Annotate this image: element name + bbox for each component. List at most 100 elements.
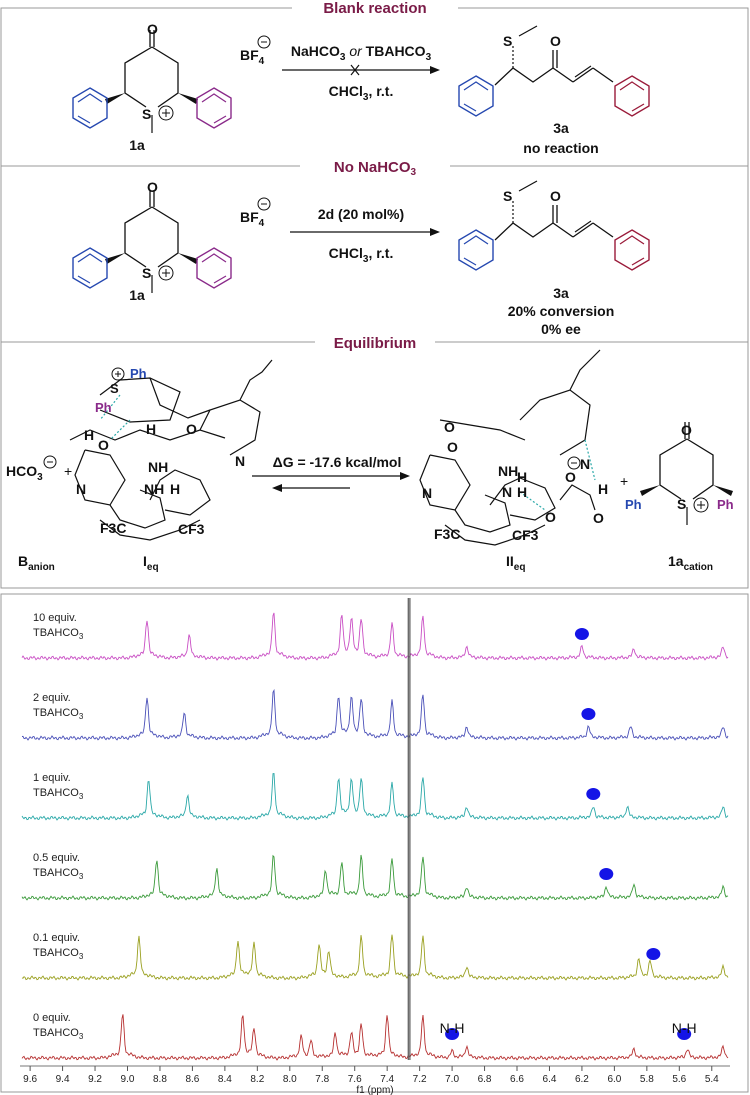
equilibrium-arrows [252, 472, 410, 492]
carbonyl-o-1: O [147, 21, 158, 37]
panel2-product-note-1: 20% conversion [508, 303, 615, 319]
nmr-tick-label: 7.8 [315, 1074, 329, 1085]
panel3-header: Equilibrium [334, 335, 417, 352]
svg-text:O: O [545, 509, 556, 525]
nh-marker [574, 628, 589, 640]
svg-text:HCO3: HCO3 [6, 463, 43, 483]
nh-marker [677, 1028, 692, 1040]
panel1-starting-material: O S [72, 21, 232, 134]
nmr-trace-reagent: TBAHCO3 [33, 787, 84, 801]
panel2-product-note-2: 0% ee [541, 321, 581, 337]
panel2-starting-material: O S [72, 179, 232, 294]
nmr-tick-label: 5.4 [705, 1074, 719, 1085]
svg-text:O: O [565, 469, 576, 485]
complex-i-eq [69, 359, 273, 541]
nmr-trace-label: 0 equiv. [33, 1012, 71, 1024]
svg-text:+: + [64, 463, 72, 479]
nmr-tick-label: 9.4 [56, 1074, 70, 1085]
svg-text:Ph: Ph [625, 497, 642, 512]
nmr-tick-label: 8.8 [153, 1074, 167, 1085]
svg-text:O: O [550, 33, 561, 49]
nmr-trace-reagent: TBAHCO3 [33, 867, 84, 881]
nmr-trace [21, 934, 729, 981]
nmr-trace-reagent: TBAHCO3 [33, 627, 84, 641]
nmr-tick-label: 8.6 [185, 1074, 199, 1085]
svg-text:NH: NH [144, 481, 164, 497]
left-complex-label: Ieq [143, 553, 159, 573]
nmr-trace-label: 1 equiv. [33, 772, 71, 784]
svg-text:H: H [517, 484, 527, 500]
nmr-tick-label: 5.6 [672, 1074, 686, 1085]
nmr-trace [21, 1014, 729, 1061]
nmr-trace [21, 773, 729, 821]
nmr-tick-label: 7.0 [445, 1074, 459, 1085]
nmr-tick-label: 8.2 [250, 1074, 264, 1085]
panel1-reaction-arrow [282, 64, 440, 76]
svg-text:H: H [146, 421, 156, 437]
nmr-tick-label: 6.4 [543, 1074, 557, 1085]
svg-text:O: O [550, 188, 561, 204]
complex-i-eq-atoms: Ph S Ph H H O O NH NH H N N F3C CF3 [76, 366, 245, 537]
nmr-tick-label: 9.2 [88, 1074, 102, 1085]
panel2-reaction-arrow [290, 228, 440, 236]
svg-text:O: O [98, 437, 109, 453]
nmr-trace-reagent: TBAHCO3 [33, 947, 84, 961]
nmr-tick-label: 6.6 [510, 1074, 524, 1085]
nmr-trace-reagent: TBAHCO3 [33, 1027, 84, 1041]
nmr-tick-label: 5.8 [640, 1074, 654, 1085]
svg-text:O: O [444, 419, 455, 435]
svg-text:Ph: Ph [95, 400, 112, 415]
panel2-reagent-top: 2d (20 mol%) [318, 206, 404, 222]
nmr-trace [21, 854, 729, 901]
panel2-counter-ion: BF4 [240, 197, 271, 229]
nmr-tick-label: 6.8 [478, 1074, 492, 1085]
nmr-trace [21, 612, 729, 661]
panel1-product-label: 3a [553, 120, 569, 136]
sulfur-s-1: S [142, 106, 151, 122]
panel1-reagent-bottom: CHCl3, r.t. [329, 83, 394, 103]
nh-label: N-H [440, 1020, 465, 1036]
nmr-tick-label: 6.2 [575, 1074, 589, 1085]
cation-label: 1acation [668, 553, 713, 573]
svg-text:O: O [593, 510, 604, 526]
svg-text:O: O [147, 179, 158, 195]
svg-text:NH: NH [498, 463, 518, 479]
svg-text:BF4: BF4 [240, 209, 265, 229]
bicarbonate-anion: HCO3 + [6, 455, 72, 483]
svg-text:H: H [170, 481, 180, 497]
nmr-frame [0, 593, 749, 1093]
panel1-counter-ion: BF4 [240, 35, 271, 67]
nh-label: N-H [672, 1020, 697, 1036]
svg-text:N: N [422, 485, 432, 501]
nh-marker [581, 708, 596, 720]
plus-sign: + [620, 473, 628, 489]
panel3-header-bg [315, 334, 435, 350]
svg-text:H: H [517, 469, 527, 485]
svg-text:N: N [76, 481, 86, 497]
panel1-reagent-top: NaHCO3 or TBAHCO3 [291, 43, 432, 63]
delta-g-label: ΔG = -17.6 kcal/mol [273, 454, 402, 470]
svg-text:H: H [598, 481, 608, 497]
svg-text:CF3: CF3 [512, 527, 539, 543]
nmr-tick-label: 8.0 [283, 1074, 297, 1085]
panel2-header-bg [300, 158, 450, 176]
panel1-start-label: 1a [129, 137, 145, 153]
svg-text:O: O [447, 439, 458, 455]
nmr-trace-label: 0.5 equiv. [33, 852, 80, 864]
panel1-product-note: no reaction [523, 140, 598, 156]
nmr-tick-label: 9.6 [23, 1074, 37, 1085]
svg-text:N: N [235, 453, 245, 469]
svg-text:F3C: F3C [100, 520, 126, 536]
nmr-trace-label: 0.1 equiv. [33, 932, 80, 944]
nh-marker [586, 788, 601, 800]
nh-marker [599, 868, 614, 880]
nmr-trace-label: 2 equiv. [33, 692, 71, 704]
nmr-tick-label: 6.0 [607, 1074, 621, 1085]
svg-text:N: N [502, 484, 512, 500]
svg-text:NH: NH [148, 459, 168, 475]
panel1-header-bg [292, 0, 458, 16]
svg-text:N: N [580, 456, 590, 472]
svg-text:O: O [681, 422, 692, 438]
